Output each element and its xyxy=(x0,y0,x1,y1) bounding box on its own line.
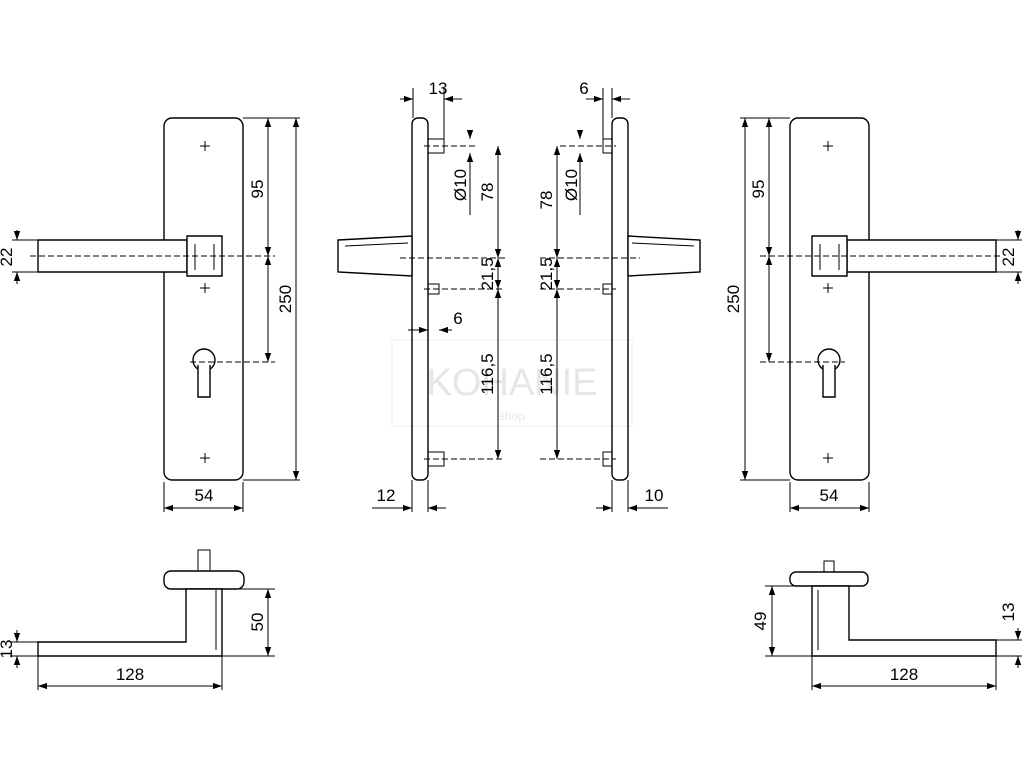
dim-left-side-78: 78 xyxy=(478,183,497,202)
dim-right-side-dia: Ø10 xyxy=(562,169,581,201)
dim-left-side-6: 6 xyxy=(453,309,462,328)
dim-left-top-t: 13 xyxy=(0,640,16,659)
dim-left-front-height: 250 xyxy=(276,285,295,313)
left-side-view xyxy=(337,88,505,512)
right-rose xyxy=(811,235,848,277)
left-side-plate xyxy=(411,117,429,481)
dim-right-side-10: 10 xyxy=(645,486,664,505)
dim-right-side-116: 116,5 xyxy=(537,353,556,394)
left-top-view xyxy=(10,549,275,690)
right-front-view xyxy=(740,117,1022,512)
right-backplate xyxy=(789,117,870,481)
dim-right-side-78: 78 xyxy=(537,191,556,210)
right-side-view xyxy=(540,88,701,512)
dim-left-lever-thick: 22 xyxy=(0,248,16,267)
right-top-lever xyxy=(811,585,997,657)
dim-left-top-len: 128 xyxy=(116,665,144,684)
watermark: KOHANIE shop xyxy=(391,339,633,427)
left-top-rose xyxy=(163,570,245,590)
svg-text:shop: shop xyxy=(499,409,525,423)
right-side-plate xyxy=(611,117,629,481)
right-top-view xyxy=(765,560,1022,690)
right-side-lever xyxy=(627,235,701,277)
dim-left-front-upper: 95 xyxy=(248,180,267,199)
left-backplate xyxy=(163,117,244,481)
dim-right-front-width: 54 xyxy=(820,486,839,505)
dim-right-top-len: 128 xyxy=(890,665,918,684)
dim-left-side-21: 21,5 xyxy=(478,257,497,290)
right-top-rose xyxy=(789,571,869,587)
dim-right-side-top: 6 xyxy=(579,79,588,98)
dim-left-top-h: 50 xyxy=(248,613,267,632)
dim-right-lever-thick: 22 xyxy=(999,248,1018,267)
svg-text:KOHANIE: KOHANIE xyxy=(426,362,597,404)
dim-right-side-21: 21,5 xyxy=(537,257,556,290)
dim-left-side-12: 12 xyxy=(377,486,396,505)
dim-right-front-height: 250 xyxy=(724,285,743,313)
right-keyhole xyxy=(760,348,845,398)
dim-left-side-dia: Ø10 xyxy=(451,169,470,201)
left-top-lever xyxy=(37,588,223,657)
dim-right-top-t: 13 xyxy=(999,603,1018,622)
dim-right-top-h: 49 xyxy=(751,612,770,631)
left-front-view xyxy=(12,117,300,512)
dim-right-front-upper: 95 xyxy=(749,180,768,199)
dim-left-side-116: 116,5 xyxy=(478,353,497,394)
left-side-lever xyxy=(337,235,413,277)
dim-left-front-width: 54 xyxy=(195,486,214,505)
dim-left-side-top: 13 xyxy=(429,79,448,98)
left-keyhole xyxy=(190,348,275,398)
